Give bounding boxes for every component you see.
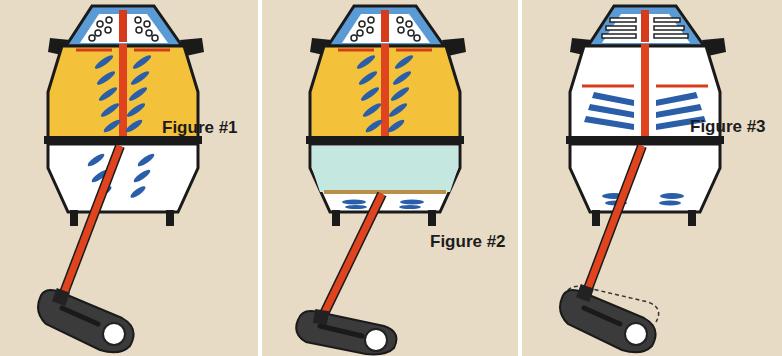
figure-label: Figure #3 (690, 117, 766, 137)
figure-label: Figure #1 (162, 118, 238, 138)
figure-panel: Figure #3 (522, 0, 782, 356)
figure-label: Figure #2 (430, 232, 506, 252)
figure-panel: Figure #1 (0, 0, 258, 356)
figure-panel: Figure #2 (262, 0, 518, 356)
